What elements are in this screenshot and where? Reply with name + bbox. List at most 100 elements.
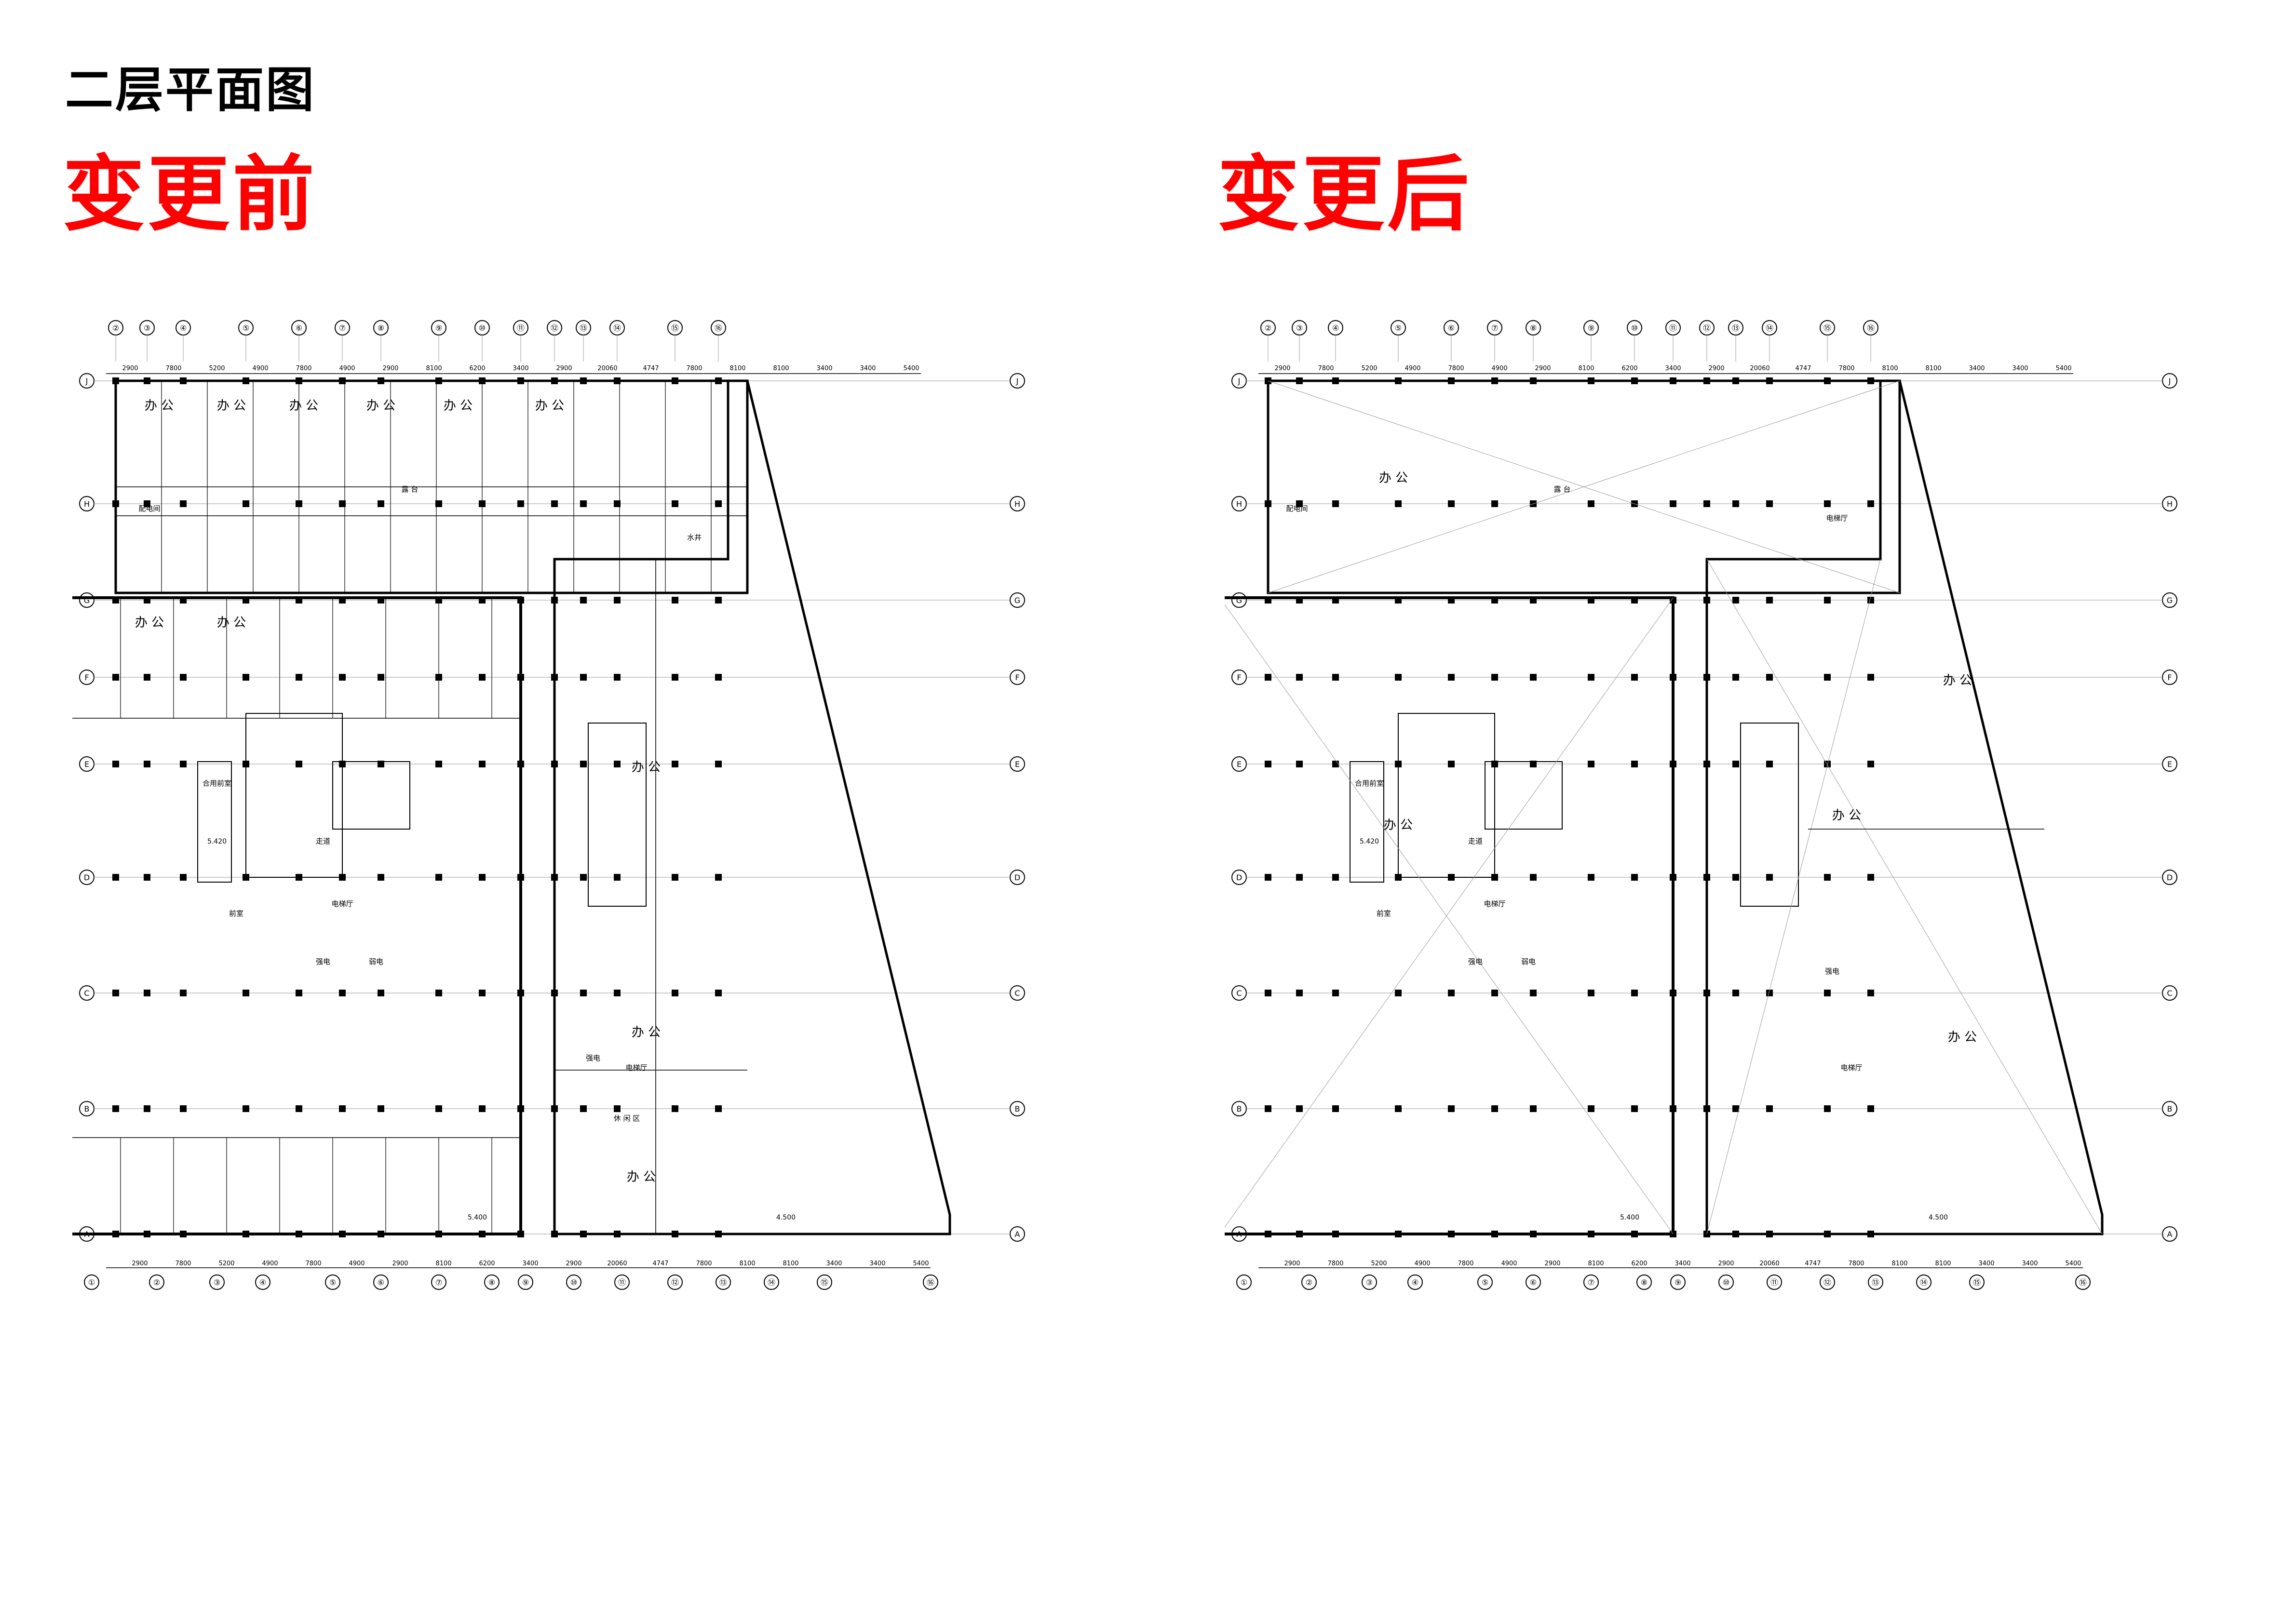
structural-column xyxy=(243,377,249,384)
structural-column xyxy=(1703,761,1710,767)
axis-side-right-label: E xyxy=(2167,760,2172,769)
structural-column xyxy=(112,674,119,681)
west-block-wall xyxy=(72,596,522,1235)
structural-column xyxy=(180,761,187,767)
dimension-label: 2900 xyxy=(132,1260,148,1267)
structural-column xyxy=(580,990,587,996)
structural-column xyxy=(1824,500,1831,507)
axis-top-label: ⑥ xyxy=(296,323,302,333)
zone-diagonal xyxy=(1706,559,2103,1234)
structural-column xyxy=(1395,1105,1402,1112)
room-label: 办 公 xyxy=(1379,471,1408,485)
zone-diagonal xyxy=(1225,597,1674,1228)
structural-column xyxy=(1332,500,1339,507)
dimension-label: 2900 xyxy=(1284,1260,1300,1267)
structural-column xyxy=(551,674,558,681)
structural-column xyxy=(1824,674,1831,681)
axis-bottom-label: ⑮ xyxy=(1973,1278,1981,1287)
axis-side-right-label: B xyxy=(2167,1104,2173,1113)
structural-column xyxy=(1588,990,1594,996)
axis-bottom-label: ⑭ xyxy=(1920,1278,1928,1287)
room-label: 办 公 xyxy=(135,616,164,630)
structural-column xyxy=(378,1231,384,1237)
dimension-label: 7800 xyxy=(165,365,181,372)
structural-column xyxy=(243,1231,249,1237)
zone-diagonal xyxy=(1225,604,1674,1234)
structural-column xyxy=(672,1231,678,1237)
structural-column xyxy=(580,597,587,604)
structural-column xyxy=(339,500,346,507)
axis-side-left-label: B xyxy=(1237,1104,1242,1113)
axis-side-left-label: H xyxy=(1236,499,1242,509)
dimension-label: 4900 xyxy=(1414,1260,1430,1267)
axis-bottom-label: ⑪ xyxy=(1770,1278,1778,1287)
axis-top-label: ⑤ xyxy=(1395,323,1402,333)
structural-column xyxy=(672,1105,678,1112)
structural-column xyxy=(1703,990,1710,996)
axis-top-label: ⑫ xyxy=(551,323,558,333)
axis-bubble xyxy=(1916,1274,1931,1290)
structural-column xyxy=(1670,377,1676,384)
structural-column xyxy=(1824,597,1831,604)
dimension-label: 2900 xyxy=(1718,1260,1734,1267)
room-label: 办 公 xyxy=(1948,1030,1977,1045)
structural-column xyxy=(1631,674,1638,681)
structural-column xyxy=(435,990,442,996)
structural-column xyxy=(378,500,384,507)
dimension-label: 8100 xyxy=(1588,1260,1604,1267)
structural-column xyxy=(1732,990,1739,996)
structural-column xyxy=(1332,1231,1339,1237)
structural-column xyxy=(1588,874,1594,881)
east-stair-core xyxy=(588,723,647,907)
axis-bottom-label: ⑧ xyxy=(1641,1278,1648,1287)
axis-side-right-label: J xyxy=(2168,376,2171,386)
structural-column xyxy=(339,1105,346,1112)
structural-column xyxy=(1824,761,1831,767)
structural-column xyxy=(339,990,346,996)
structural-column xyxy=(1766,597,1773,604)
structural-column xyxy=(1766,674,1773,681)
structural-column xyxy=(1588,1105,1594,1112)
dimension-label: 3400 xyxy=(2022,1260,2038,1267)
structural-column xyxy=(1332,597,1339,604)
structural-column xyxy=(1670,1105,1676,1112)
room-label: 办 公 xyxy=(217,399,246,413)
axis-side-right-label: E xyxy=(1015,760,1020,769)
dimension-label: 4900 xyxy=(1491,365,1507,372)
structural-column xyxy=(614,377,621,384)
dimension-label: 2900 xyxy=(556,365,572,372)
room-label: 强电 xyxy=(586,1054,600,1062)
dimension-label: 2900 xyxy=(566,1260,581,1267)
structural-column xyxy=(1703,1105,1710,1112)
structural-column xyxy=(1395,377,1402,384)
structural-column xyxy=(243,990,249,996)
room-label: 走道 xyxy=(316,837,330,845)
structural-column xyxy=(672,874,678,881)
structural-column xyxy=(378,990,384,996)
structural-column xyxy=(614,761,621,767)
axis-side-right-label: B xyxy=(1015,1104,1020,1113)
structural-column xyxy=(551,990,558,996)
structural-column xyxy=(1491,990,1498,996)
zone-diagonal xyxy=(1706,559,1881,1234)
axis-bubble xyxy=(1236,1274,1252,1290)
axis-side-left-label: F xyxy=(1237,673,1241,682)
structural-column xyxy=(1530,377,1537,384)
structural-column xyxy=(1395,674,1402,681)
dimension-label: 3400 xyxy=(1665,365,1681,372)
axis-bubble xyxy=(667,1274,683,1290)
structural-column xyxy=(517,500,524,507)
room-label: 办 公 xyxy=(1384,818,1413,832)
structural-column xyxy=(112,1105,119,1112)
structural-column xyxy=(580,500,587,507)
axis-side-right-label: C xyxy=(2167,989,2172,998)
axis-top-label: ④ xyxy=(180,323,187,333)
axis-bubble xyxy=(1670,1274,1686,1290)
structural-column xyxy=(1395,1231,1402,1237)
structural-column xyxy=(1766,377,1773,384)
structural-column xyxy=(1732,377,1739,384)
structural-column xyxy=(1448,597,1455,604)
structural-column xyxy=(479,761,486,767)
room-label: 强电 xyxy=(316,957,330,966)
